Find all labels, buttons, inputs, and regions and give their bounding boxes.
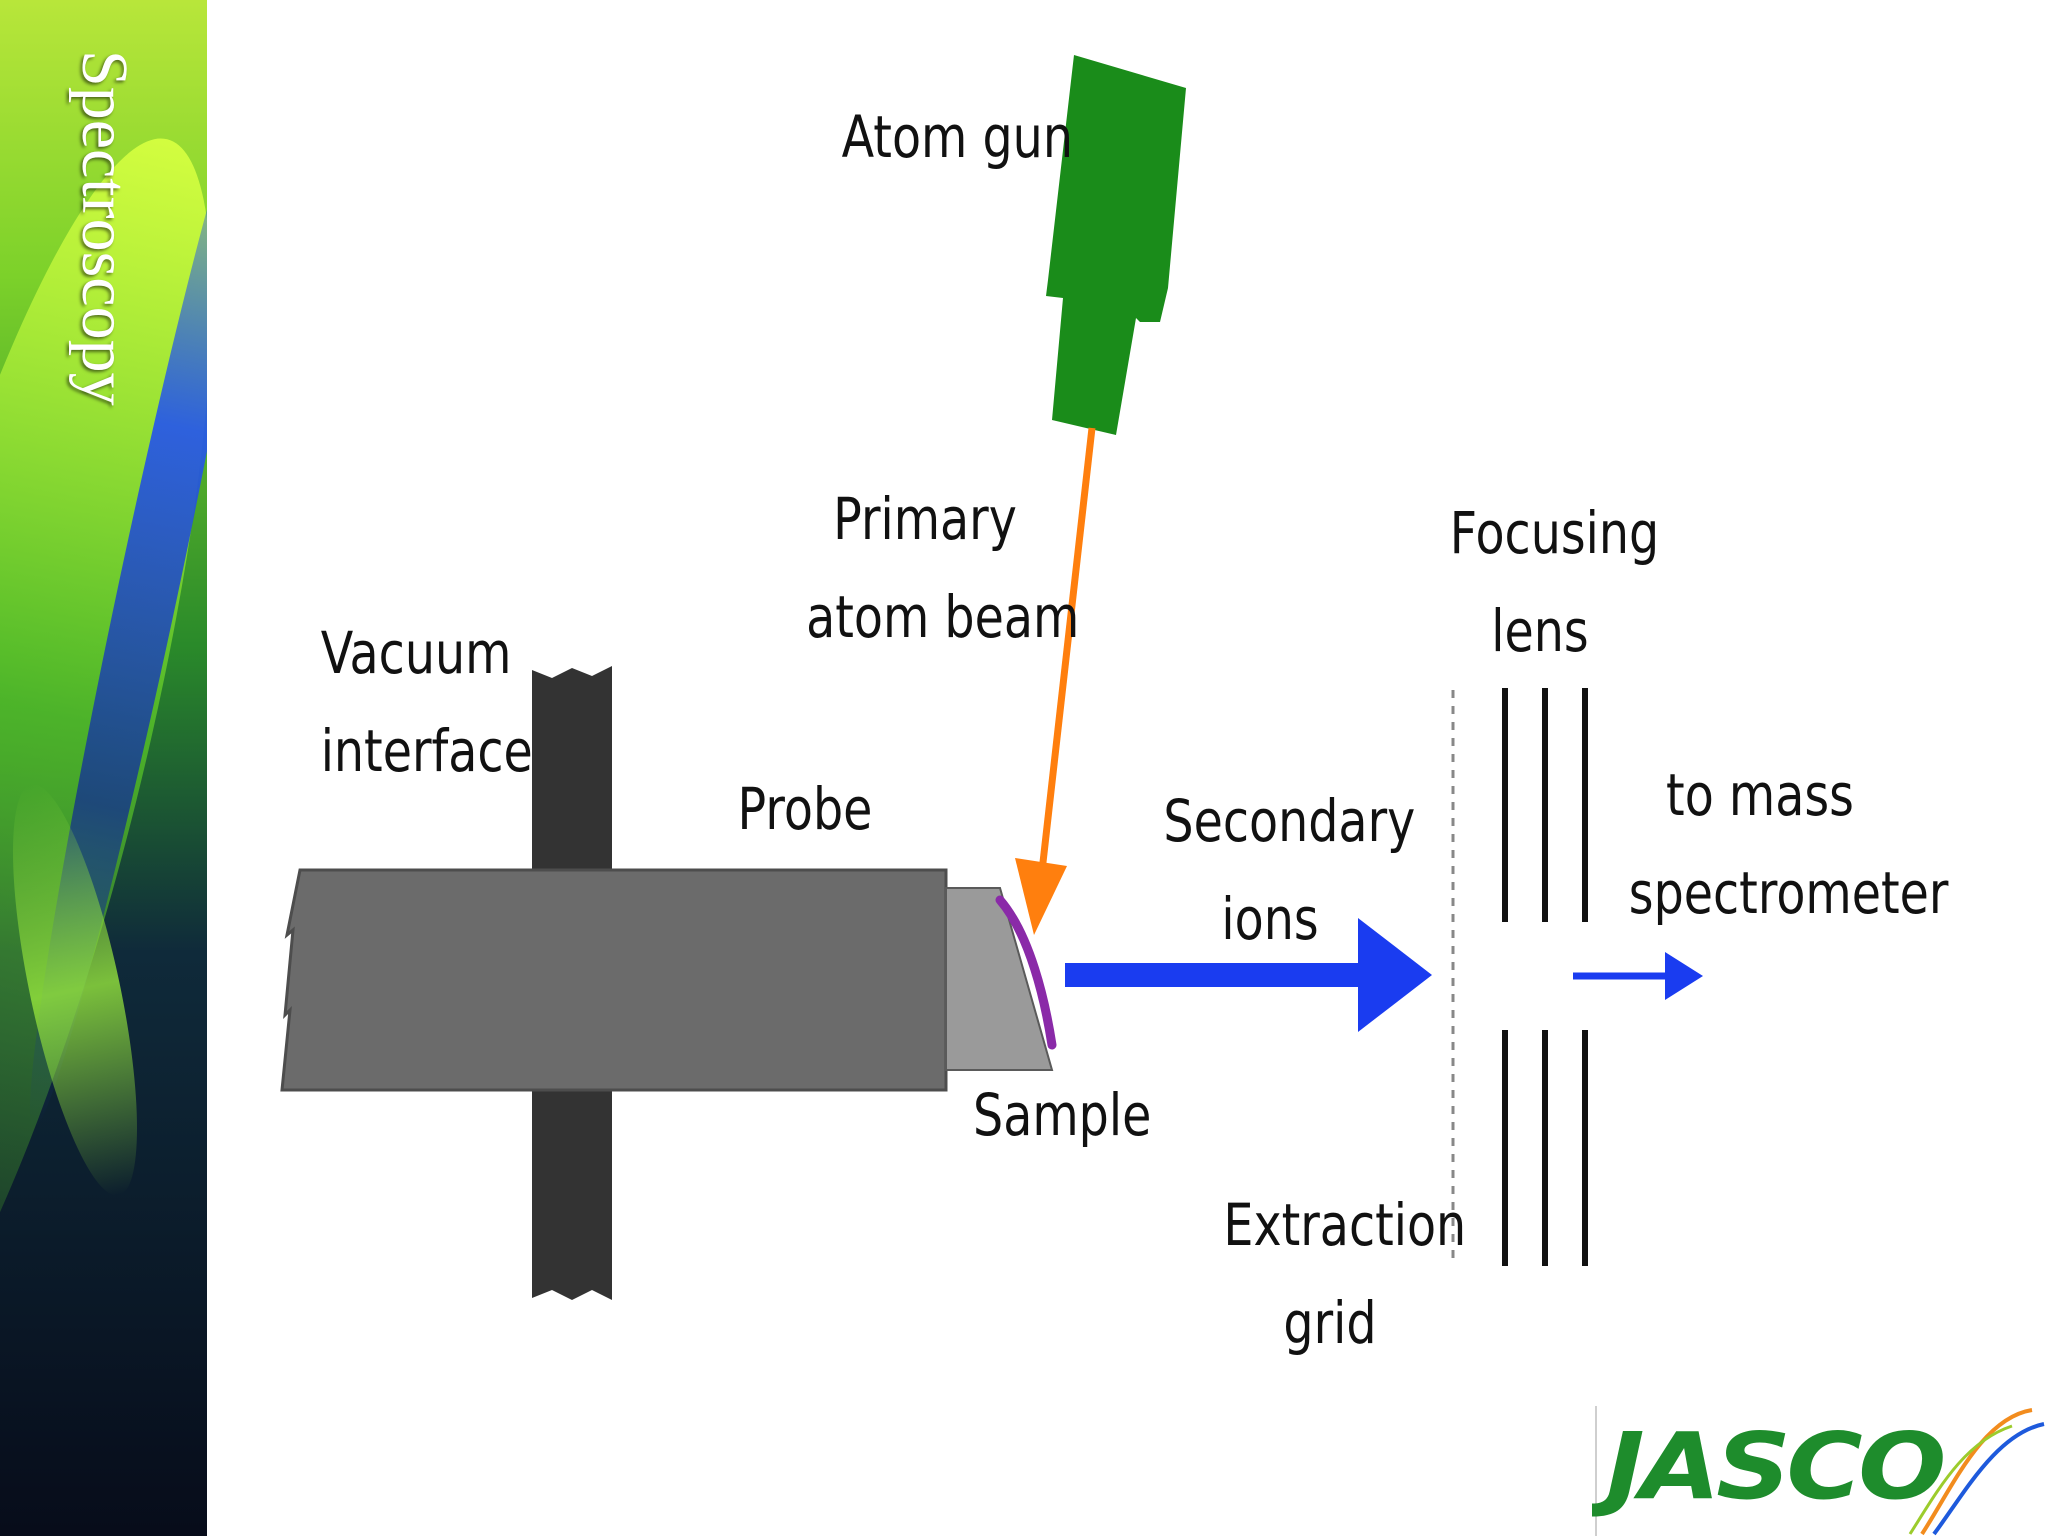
atom-gun-label: Atom gun (841, 103, 1073, 171)
mass-spectrometer-label-line2: spectrometer (1628, 859, 1949, 927)
probe-label: Probe (737, 775, 873, 843)
mass-spectrometer-label-line1: to mass (1666, 761, 1854, 829)
vacuum-interface-label-line2: interface (320, 717, 533, 785)
focusing-lens-label-line2: lens (1491, 597, 1589, 665)
to-mass-spectrometer-arrowhead (1665, 952, 1703, 1000)
primary-atom-beam-shaft (1037, 427, 1096, 881)
extraction-grid-label-line1: Extraction (1223, 1191, 1467, 1259)
side-band: Spectroscopy (0, 0, 207, 1536)
secondary-ions-label-line1: Secondary (1163, 787, 1416, 855)
vacuum-interface-wall-lower (532, 1090, 612, 1300)
sample-layer (995, 895, 1057, 1050)
extraction-grid-label-line2: grid (1283, 1289, 1377, 1357)
primary-atom-beam-arrowhead (1015, 858, 1067, 935)
primary-beam-label-line1: Primary (833, 485, 1017, 553)
secondary-ions-label-line2: ions (1221, 885, 1319, 953)
sample-label: Sample (973, 1081, 1152, 1149)
slide-title: Spectroscopy (68, 50, 141, 406)
probe-shaft (280, 868, 948, 1092)
vacuum-interface-wall-upper (532, 666, 612, 870)
atom-gun-body (1046, 55, 1186, 435)
probe-tip (945, 887, 1054, 1071)
logo-swoosh-blue (1932, 1422, 2045, 1536)
jasco-logo-text: JASCO (1592, 1413, 1943, 1520)
logo-swoosh-green (1908, 1424, 2013, 1535)
focusing-lens-label-line1: Focusing (1449, 499, 1660, 567)
vacuum-interface-label-line1: Vacuum (320, 619, 512, 687)
secondary-ions-arrow-shaft (1065, 963, 1360, 987)
secondary-ions-arrowhead (1358, 918, 1432, 1032)
logo-swoosh-orange (1920, 1408, 2033, 1536)
primary-beam-label-line2: atom beam (806, 583, 1080, 651)
jasco-logo: JASCO (1592, 1406, 2045, 1536)
